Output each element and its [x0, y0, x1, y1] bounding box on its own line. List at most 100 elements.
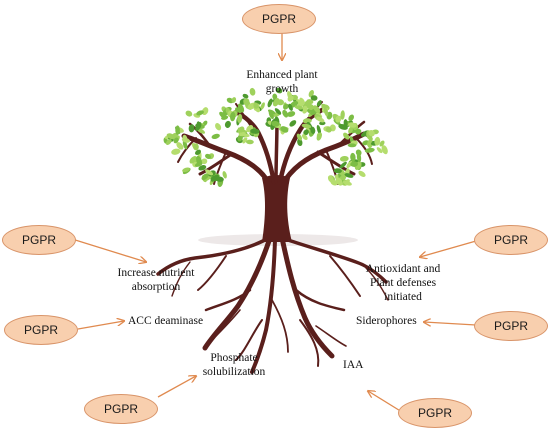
label-antioxidant-line2: Plant defenses: [369, 277, 437, 289]
leaf: [181, 137, 190, 143]
leaf: [296, 133, 303, 141]
leaf: [316, 124, 322, 135]
pgpr-bubble-left-upper: PGPR: [2, 225, 76, 255]
arrow-left-upper: [71, 238, 146, 262]
leaf: [238, 131, 246, 137]
leaf: [205, 169, 214, 176]
leaf: [211, 133, 220, 140]
leaf: [333, 168, 342, 174]
leaf: [342, 180, 352, 186]
leaf: [221, 115, 229, 120]
leaf: [340, 110, 345, 120]
leaf: [171, 148, 181, 155]
leaf: [355, 128, 362, 135]
label-phosphate-solubilization: Phosphate solubilization: [190, 351, 278, 379]
arrow-left-middle: [77, 321, 124, 330]
leaf: [306, 103, 315, 111]
pgpr-bubble-top: PGPR: [242, 4, 316, 34]
leaf: [182, 167, 190, 173]
label-enhanced-growth-line2: growth: [265, 83, 299, 95]
leaf: [242, 93, 249, 99]
leaf: [272, 93, 278, 100]
pgpr-bubble-right-middle: PGPR: [474, 311, 548, 341]
leaf: [250, 128, 260, 134]
pgpr-bubble-left-middle: PGPR: [4, 315, 78, 345]
leaf: [344, 173, 354, 178]
label-enhanced-growth-line1: Enhanced plant: [246, 69, 318, 81]
label-acc-deaminase: ACC deaminase: [128, 315, 204, 327]
pgpr-bubble-bottom-right: PGPR: [398, 398, 472, 428]
leaf: [280, 126, 289, 133]
leaf: [350, 161, 358, 167]
leaf: [316, 100, 322, 107]
leaf: [271, 120, 280, 127]
leaf: [198, 165, 207, 171]
leaf: [343, 132, 350, 140]
leaf: [195, 121, 202, 132]
leaf: [301, 134, 308, 141]
leaf: [192, 143, 199, 151]
leaf: [323, 107, 329, 117]
leaf: [165, 139, 172, 146]
leaf: [215, 123, 222, 131]
leaf: [229, 111, 236, 122]
label-enhanced-growth: Enhanced plant growth: [230, 68, 334, 96]
leaf: [214, 176, 224, 182]
label-phosphate-line2: solubilization: [202, 366, 266, 378]
leaf: [335, 115, 342, 123]
leaf: [253, 102, 259, 109]
leaf: [188, 124, 195, 133]
leaf: [242, 137, 248, 144]
leaf: [166, 133, 176, 140]
leaf: [316, 132, 323, 141]
leaf: [246, 139, 254, 145]
leaf: [237, 113, 243, 123]
leaf: [196, 110, 204, 116]
leaf: [175, 125, 180, 135]
label-antioxidant-line1: Antioxidant and: [365, 263, 441, 275]
pgpr-bubble-right-upper: PGPR: [474, 225, 548, 255]
leaf: [287, 95, 294, 102]
leaves: [163, 87, 388, 187]
leaf: [267, 109, 276, 115]
roots: [156, 235, 389, 374]
leaf: [288, 103, 293, 111]
leaf: [267, 98, 273, 108]
arrow-bottom-left: [157, 376, 196, 398]
leaf: [173, 137, 179, 144]
leaf: [339, 161, 347, 169]
label-siderophores: Siderophores: [356, 315, 417, 327]
leaf: [249, 87, 256, 96]
leaf: [260, 102, 265, 110]
leaf: [302, 105, 308, 114]
leaf: [289, 120, 297, 127]
trunk: [262, 175, 292, 242]
arrow-right-middle: [424, 322, 477, 325]
label-iaa: IAA: [343, 359, 364, 371]
leaf: [283, 103, 289, 110]
leaf: [366, 137, 373, 146]
label-phosphate-line1: Phosphate: [210, 352, 258, 364]
leaf: [355, 149, 362, 156]
leaf: [325, 126, 332, 133]
leaf: [297, 138, 303, 147]
leaf: [238, 126, 245, 133]
leaf: [347, 143, 357, 148]
leaf: [237, 103, 245, 113]
leaf: [368, 130, 375, 137]
leaf: [303, 129, 309, 136]
leaf: [348, 114, 355, 122]
label-antioxidant-line3: initiated: [384, 291, 422, 303]
leaf: [308, 89, 314, 98]
label-nutrient-line2: absorption: [131, 281, 181, 293]
leaf: [338, 123, 348, 130]
label-nutrient-absorption: Increase nutrient absorption: [104, 266, 208, 294]
leaf: [176, 142, 184, 150]
leaf: [376, 147, 383, 154]
leaf: [330, 179, 338, 186]
leaf: [310, 95, 318, 101]
arrows: [71, 32, 477, 413]
leaf: [231, 97, 237, 103]
leaf: [381, 145, 388, 155]
leaf: [364, 147, 375, 153]
